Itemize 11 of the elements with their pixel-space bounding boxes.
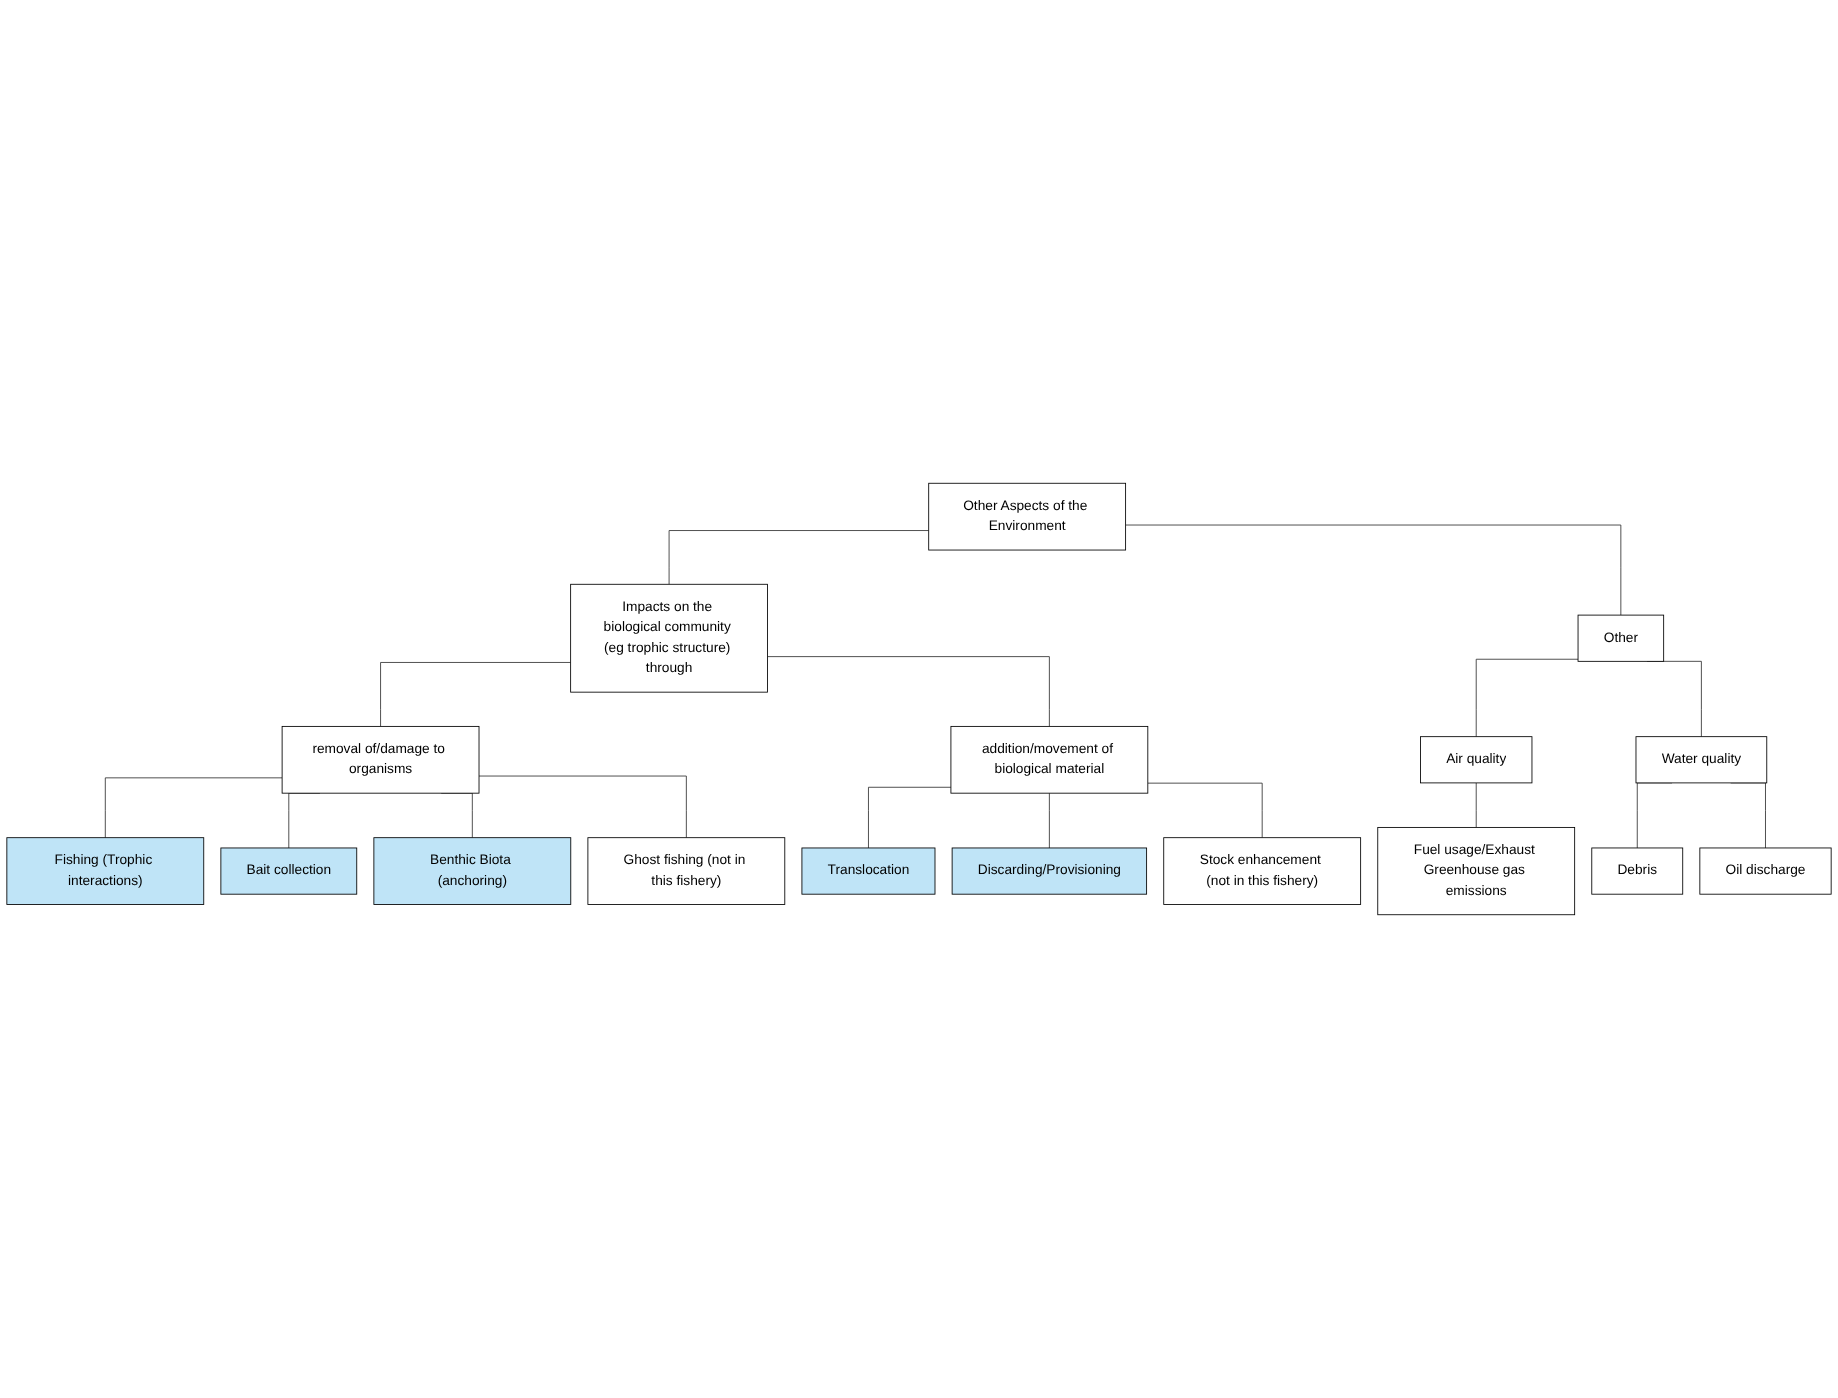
connector [767,656,1050,727]
connector [104,777,283,839]
connector [1048,792,1050,849]
connector [668,530,930,585]
connector [478,775,687,839]
connector [1125,524,1622,616]
connector [1147,782,1263,839]
connector [1475,782,1477,828]
connector [380,662,572,727]
connector [868,786,952,849]
connector [1475,658,1579,738]
